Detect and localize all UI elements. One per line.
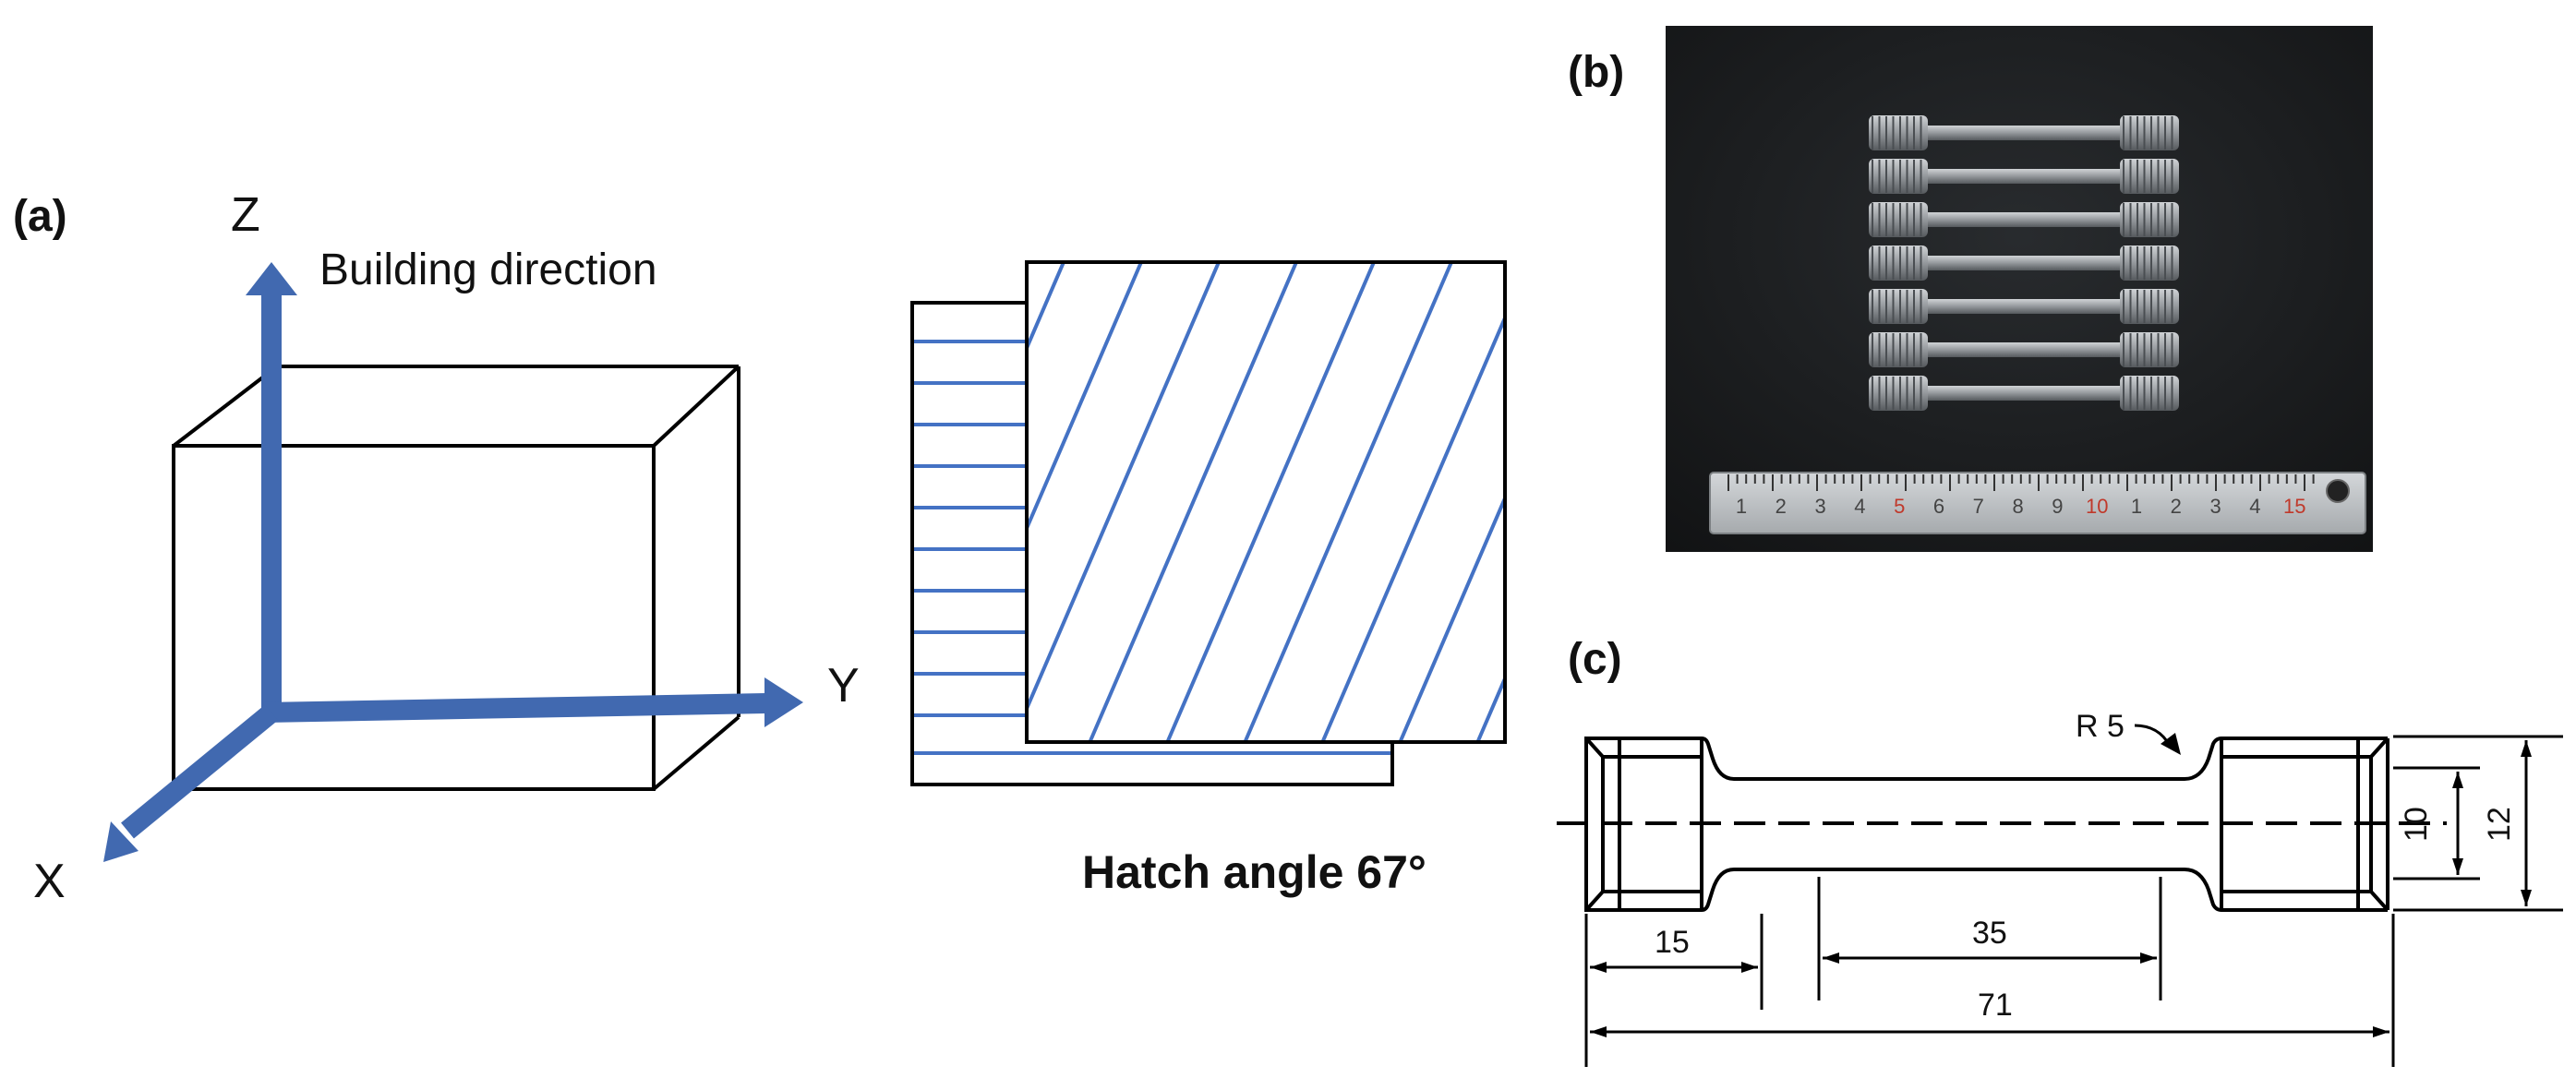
horizontal-hatch-lines (914, 340, 1390, 755)
hatch-line (1243, 261, 1453, 743)
coordinate-axes (103, 262, 803, 862)
specimen-drawing (1584, 737, 2389, 912)
hatch-line (1088, 261, 1298, 743)
axis-y-label: Y (827, 659, 860, 713)
hatch-line (1165, 261, 1376, 743)
tensile-specimen (1869, 332, 2179, 367)
radius-arrowhead-icon (2161, 733, 2181, 755)
axis-x-label: X (33, 855, 66, 908)
tensile-specimen (1869, 115, 2179, 150)
ruler-ticks (1727, 474, 2315, 491)
hatch-line (1025, 261, 1065, 349)
dim-total-length: 71 (1978, 988, 2013, 1023)
dim-gauge-diameter: 10 (2399, 807, 2434, 842)
build-box (172, 365, 740, 791)
axis-z-label: Z (231, 188, 260, 242)
hatch-line (1398, 497, 1507, 743)
y-axis-arrow (263, 693, 767, 723)
ruler-number: 3 (1814, 495, 1825, 518)
tensile-specimen (1869, 202, 2179, 237)
ruler-number: 6 (1933, 495, 1944, 518)
ruler-number: 2 (2171, 495, 2182, 518)
ruler-number: 10 (2086, 495, 2108, 518)
specimen-photo-group (1869, 115, 2179, 411)
diagonal-hatch-lines (1025, 261, 1507, 743)
x-axis-arrow (121, 704, 278, 839)
hatch-line (1320, 317, 1507, 743)
panel-c: (c) R 5 (1557, 635, 2563, 1067)
tensile-specimen (1869, 376, 2179, 411)
ruler-number: 1 (2131, 495, 2142, 518)
ruler-number: 3 (2209, 495, 2221, 518)
radius-label: R 5 (2076, 709, 2125, 744)
ruler-number: 4 (2249, 495, 2260, 518)
y-arrowhead-icon (764, 677, 803, 727)
panel-b-tag: (b) (1568, 48, 1624, 97)
hatch-line (1025, 261, 1221, 710)
dim-gauge-length: 35 (1972, 916, 2007, 951)
ruler-number: 4 (1854, 495, 1865, 518)
dimension-lines (1584, 735, 2563, 1067)
ruler-number: 8 (2012, 495, 2023, 518)
dim-grip-diameter: 12 (2482, 807, 2517, 842)
panel-a: (a) Z Building direction Y X (13, 188, 1507, 908)
ruler-number: 2 (1776, 495, 1787, 518)
hatch-line (1475, 677, 1507, 743)
tensile-specimen (1869, 159, 2179, 194)
z-arrowhead-icon (246, 262, 297, 295)
tensile-specimen (1869, 289, 2179, 324)
hatch-angle-caption: Hatch angle 67° (1082, 846, 1426, 898)
tensile-specimen (1869, 246, 2179, 281)
panel-c-tag: (c) (1568, 635, 1622, 684)
dim-grip-length: 15 (1655, 925, 1690, 960)
dimension-arrowheads (1590, 740, 2532, 1037)
ruler-number: 9 (2052, 495, 2063, 518)
hatch-line (1025, 261, 1143, 530)
ruler-number: 5 (1894, 495, 1905, 518)
panel-a-tag: (a) (13, 192, 67, 241)
ruler-number: 15 (2283, 495, 2305, 518)
ruler-number: 7 (1973, 495, 1984, 518)
ruler-hole-icon (2326, 479, 2350, 503)
steel-ruler (1709, 472, 2366, 534)
ruler-numbers: 1 2 3 4 5 6 7 8 9 10 1 2 3 4 15 (1736, 495, 2306, 518)
x-arrowhead-icon (103, 821, 138, 862)
ruler-number: 1 (1736, 495, 1747, 518)
hatch-diagram (910, 260, 1507, 786)
building-direction-label: Building direction (319, 246, 657, 294)
panel-b: (b) 1 2 3 4 5 6 7 8 9 10 1 2 3 4 15 (1568, 26, 2373, 552)
